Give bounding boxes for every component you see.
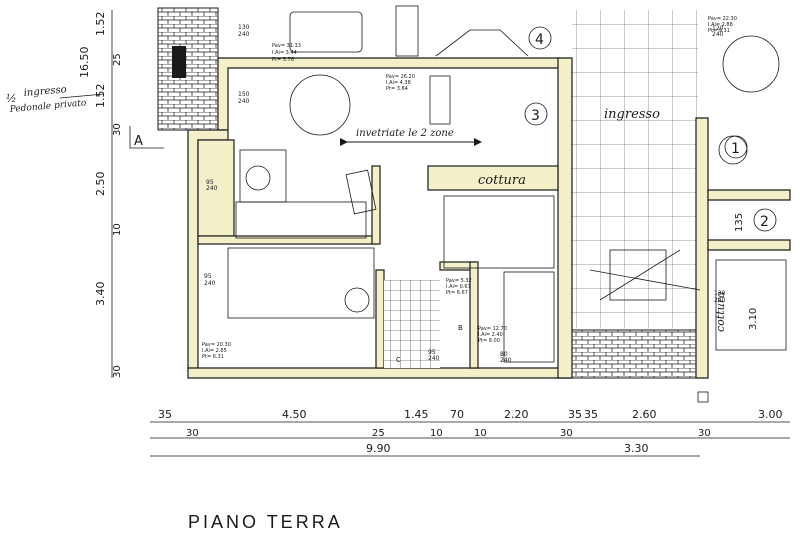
furniture (227, 5, 787, 363)
left-dimensions: 1.52 16.50 25 1.52 30 2.50 10 3.40 30 (78, 10, 123, 378)
svg-text:9.90: 9.90 (366, 442, 391, 455)
cottura-label: cottura (478, 173, 526, 188)
svg-text:I.Ai= 3.44: I.Ai= 3.44 (272, 50, 297, 56)
svg-text:I.Ai= 2.40: I.Ai= 2.40 (478, 332, 503, 338)
svg-text:240: 240 (500, 357, 512, 364)
page-title: PIANO TERRA (188, 512, 343, 532)
brick-terrace (157, 7, 219, 131)
side-note-line1: ingresso (23, 84, 67, 99)
svg-text:240: 240 (714, 297, 726, 304)
svg-text:I.Ai= 4.38: I.Ai= 4.38 (386, 80, 411, 86)
arrow-note: invetriate le 2 zone (356, 128, 454, 139)
svg-text:Pav= 22.30: Pav= 22.30 (708, 16, 737, 22)
reference-square (697, 391, 709, 403)
lower-brick (569, 329, 697, 379)
svg-text:150: 150 (238, 91, 250, 98)
svg-text:1.52: 1.52 (94, 84, 107, 109)
svg-text:16.50: 16.50 (78, 47, 91, 79)
svg-text:Pav= 31.33: Pav= 31.33 (272, 43, 301, 49)
svg-text:30: 30 (112, 365, 123, 378)
svg-text:3.00: 3.00 (758, 408, 783, 421)
ingresso-label: ingresso (604, 107, 660, 122)
svg-text:1.45: 1.45 (404, 408, 429, 421)
svg-text:3.30: 3.30 (624, 442, 649, 455)
svg-text:I.Ai= 0.67: I.Ai= 0.67 (446, 284, 471, 290)
svg-text:Pt= 6.31: Pt= 6.31 (202, 354, 224, 360)
svg-text:240: 240 (712, 31, 724, 38)
svg-text:I.Ai= 2.85: I.Ai= 2.85 (202, 348, 227, 354)
svg-text:95: 95 (206, 179, 214, 186)
svg-text:95: 95 (428, 349, 436, 356)
svg-text:4.50: 4.50 (282, 408, 307, 421)
interior-walls (197, 139, 559, 369)
svg-text:80: 80 (500, 351, 508, 358)
svg-text:130: 130 (714, 290, 726, 297)
marker-1: 1 (724, 135, 748, 159)
svg-text:35: 35 (568, 408, 582, 421)
svg-text:Pt= 3.64: Pt= 3.64 (386, 86, 408, 92)
cottura-right-label: cottura (714, 291, 727, 332)
svg-text:Pav= 12.70: Pav= 12.70 (478, 326, 507, 332)
svg-text:240: 240 (206, 185, 218, 192)
svg-text:2.20: 2.20 (504, 408, 529, 421)
marker-3: 3 (524, 102, 548, 126)
svg-text:240: 240 (238, 98, 250, 105)
svg-text:4: 4 (535, 32, 544, 48)
svg-text:Pt= 6.67: Pt= 6.67 (446, 290, 468, 296)
window-tags: 130 240 150 240 95 240 95 240 80 240 120… (204, 24, 726, 364)
svg-text:35: 35 (584, 408, 598, 421)
dim-135: 135 (734, 213, 745, 232)
svg-text:10: 10 (112, 223, 123, 236)
svg-text:I.Ai= 2.88: I.Ai= 2.88 (708, 22, 733, 28)
svg-text:70: 70 (450, 408, 464, 421)
svg-text:2.50: 2.50 (94, 172, 107, 197)
side-note-arrow (59, 93, 105, 99)
svg-text:240: 240 (204, 280, 216, 287)
svg-text:Pav= 5.32: Pav= 5.32 (446, 278, 472, 284)
svg-text:3.40: 3.40 (94, 282, 107, 307)
svg-text:A: A (134, 134, 143, 149)
section-marker-a: A (129, 126, 164, 149)
svg-text:30: 30 (112, 123, 123, 136)
fixture-c: C (396, 356, 401, 364)
svg-text:240: 240 (238, 31, 250, 38)
bottom-dimensions: 35 4.50 1.45 70 2.20 35 35 2.60 3.00 30 … (150, 408, 790, 457)
svg-text:1: 1 (731, 141, 740, 157)
svg-text:Pav= 26.20: Pav= 26.20 (386, 74, 415, 80)
marker-2: 2 (753, 208, 777, 232)
room-info: Pav= 31.33 I.Ai= 3.44 Pt= 5.76 Pav= 26.2… (202, 16, 737, 360)
ingresso-floor (572, 10, 698, 328)
svg-text:95: 95 (204, 273, 212, 280)
svg-text:130: 130 (238, 24, 250, 31)
svg-text:Pt= 9.31: Pt= 9.31 (708, 28, 730, 34)
svg-text:1.52: 1.52 (94, 12, 107, 37)
chimney (172, 46, 186, 78)
svg-text:120: 120 (712, 25, 724, 32)
svg-text:Pt= 8.00: Pt= 8.00 (478, 338, 500, 344)
fixture-b: B (458, 324, 463, 332)
svg-text:30: 30 (698, 428, 711, 439)
svg-text:25: 25 (372, 428, 385, 439)
svg-text:3: 3 (531, 108, 540, 124)
svg-text:2: 2 (760, 214, 769, 230)
svg-text:10: 10 (430, 428, 443, 439)
svg-text:240: 240 (428, 355, 440, 362)
svg-text:35: 35 (158, 408, 172, 421)
svg-text:Pt= 5.76: Pt= 5.76 (272, 57, 294, 63)
svg-text:30: 30 (186, 428, 199, 439)
svg-text:2.60: 2.60 (632, 408, 657, 421)
dim-310: 3.10 (748, 308, 759, 330)
side-note-line2: Pedonale privato (8, 98, 87, 115)
svg-text:10: 10 (474, 428, 487, 439)
svg-text:25: 25 (112, 53, 123, 66)
svg-text:30: 30 (560, 428, 573, 439)
marker-4: 4 (528, 26, 552, 50)
side-note-prefix: ½ (6, 92, 17, 105)
bathroom-tiles (384, 280, 440, 368)
svg-text:Pav= 20.30: Pav= 20.30 (202, 342, 231, 348)
